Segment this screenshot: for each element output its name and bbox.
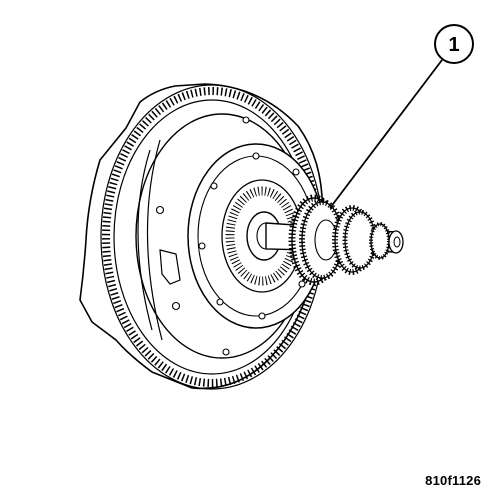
bolt-hole bbox=[171, 301, 181, 311]
callout-circle-icon: 1 bbox=[434, 24, 474, 64]
second-gear bbox=[332, 205, 378, 275]
flywheel-depth-arcs bbox=[137, 139, 163, 341]
bolt-hole bbox=[155, 205, 165, 215]
bolt-hole bbox=[252, 152, 260, 160]
bolt-hole bbox=[298, 280, 306, 288]
bolt-hole bbox=[210, 182, 218, 190]
bolt-hole bbox=[216, 298, 224, 306]
mounting-slot bbox=[159, 249, 181, 285]
leader-line-icon bbox=[329, 59, 443, 209]
bolt-hole bbox=[258, 312, 266, 320]
callout-number: 1 bbox=[448, 34, 459, 56]
bolt-hole bbox=[198, 242, 206, 250]
figure-id-label: 810f1126 bbox=[425, 473, 481, 488]
bolt-hole bbox=[242, 116, 250, 124]
shaft-end bbox=[369, 222, 404, 260]
bolt-hole bbox=[222, 348, 230, 356]
bolt-hole bbox=[292, 168, 300, 176]
